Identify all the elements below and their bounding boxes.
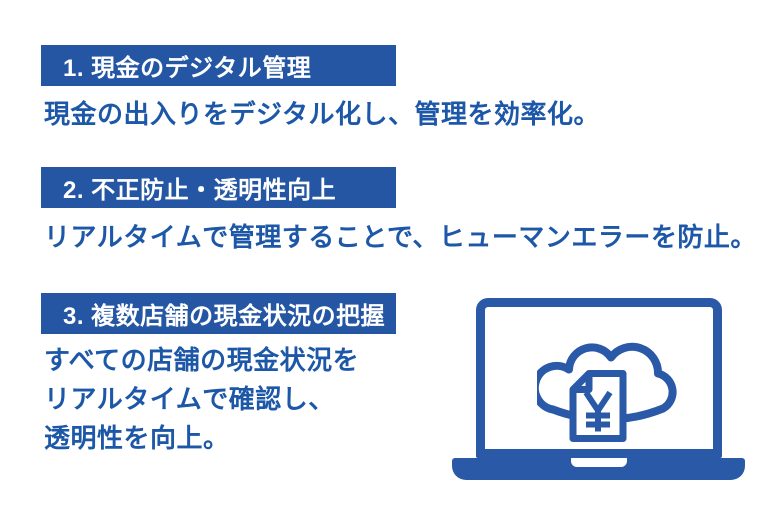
laptop-base — [452, 458, 745, 480]
section-3-heading: 3. 複数店舗の現金状況の把握 — [63, 303, 386, 330]
section-2-heading: 2. 不正防止・透明性向上 — [63, 177, 337, 204]
section-1-heading: 1. 現金のデジタル管理 — [63, 55, 312, 82]
document-fold — [573, 373, 593, 393]
cloud-document-yen-icon — [537, 342, 677, 442]
yen-symbol — [583, 390, 613, 432]
section-1-body: 現金の出入りをデジタル化し、管理を効率化。 — [44, 95, 600, 134]
section-2-body-line: リアルタイムで管理することで、ヒューマンエラーを防止。 — [44, 222, 757, 252]
section-1-heading-bar: 1. 現金のデジタル管理 — [41, 45, 396, 86]
section-2-heading-bar: 2. 不正防止・透明性向上 — [41, 167, 396, 208]
section-3-body-line: すべての店舗の現金状況を — [44, 345, 360, 375]
section-1-body-line: 現金の出入りをデジタル化し、管理を効率化。 — [44, 99, 600, 129]
section-2-body: リアルタイムで管理することで、ヒューマンエラーを防止。 — [44, 218, 757, 257]
section-3-body-line: リアルタイムで確認し、 — [44, 384, 335, 414]
section-3-heading-bar: 3. 複数店舗の現金状況の把握 — [41, 293, 396, 334]
section-3-body-line: 透明性を向上。 — [44, 423, 230, 453]
section-3-body: すべての店舗の現金状況を リアルタイムで確認し、 透明性を向上。 — [44, 341, 359, 458]
laptop-notch — [570, 458, 627, 467]
